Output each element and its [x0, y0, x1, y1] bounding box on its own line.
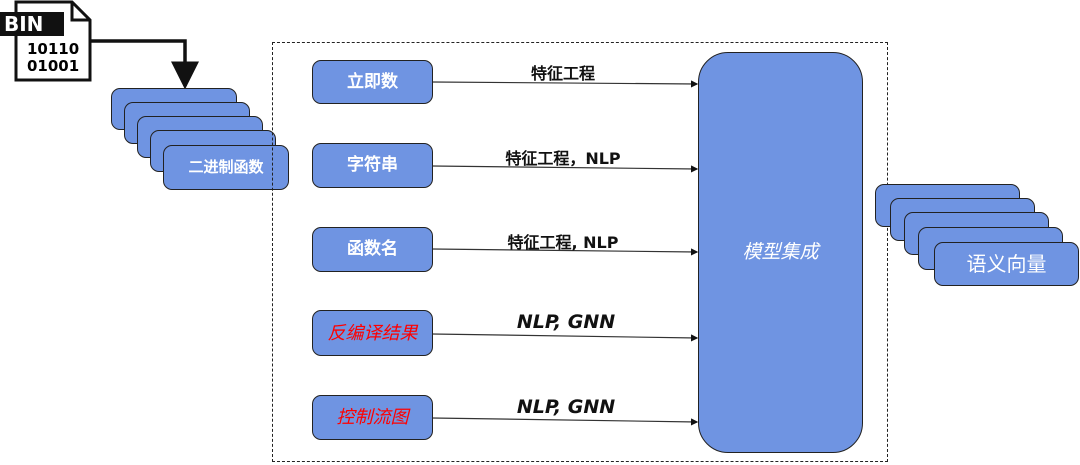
input-label: 字符串 — [347, 155, 398, 175]
input-label: 控制流图 — [336, 407, 409, 428]
file-bits-2: 01001 — [27, 57, 80, 75]
input-label: 反编译结果 — [327, 322, 418, 344]
file-bits-1: 10110 — [27, 40, 80, 58]
semantic-vector-box: 语义向量 — [934, 242, 1079, 286]
input-arrows — [431, 80, 699, 426]
semantic-vector-label: 语义向量 — [966, 251, 1047, 276]
model-ensemble-label: 模型集成 — [742, 241, 819, 263]
input-immediate: 立即数 — [312, 60, 433, 104]
file-icon — [0, 0, 92, 82]
edge-label: 特征工程，NLP — [505, 149, 621, 168]
input-label: 立即数 — [347, 71, 398, 92]
input-label: 函数名 — [347, 239, 398, 259]
model-ensemble-box: 模型集成 — [698, 52, 863, 453]
input-decompiled: 反编译结果 — [312, 310, 433, 356]
binary-functions-box: 二进制函数 — [163, 145, 289, 190]
processing-frame — [272, 42, 888, 462]
edge-label: 特征工程, NLP — [507, 233, 619, 252]
file-tag: BIN — [4, 12, 44, 36]
edge-label: NLP, GNN — [516, 311, 616, 333]
edge-label: NLP, GNN — [516, 396, 616, 418]
input-function-name: 函数名 — [312, 227, 433, 272]
binary-functions-label: 二进制函数 — [188, 158, 264, 176]
edge-label: 特征工程 — [530, 64, 596, 83]
file-to-functions-arrow — [90, 39, 199, 90]
input-cfg: 控制流图 — [312, 395, 433, 440]
input-string: 字符串 — [312, 143, 433, 188]
